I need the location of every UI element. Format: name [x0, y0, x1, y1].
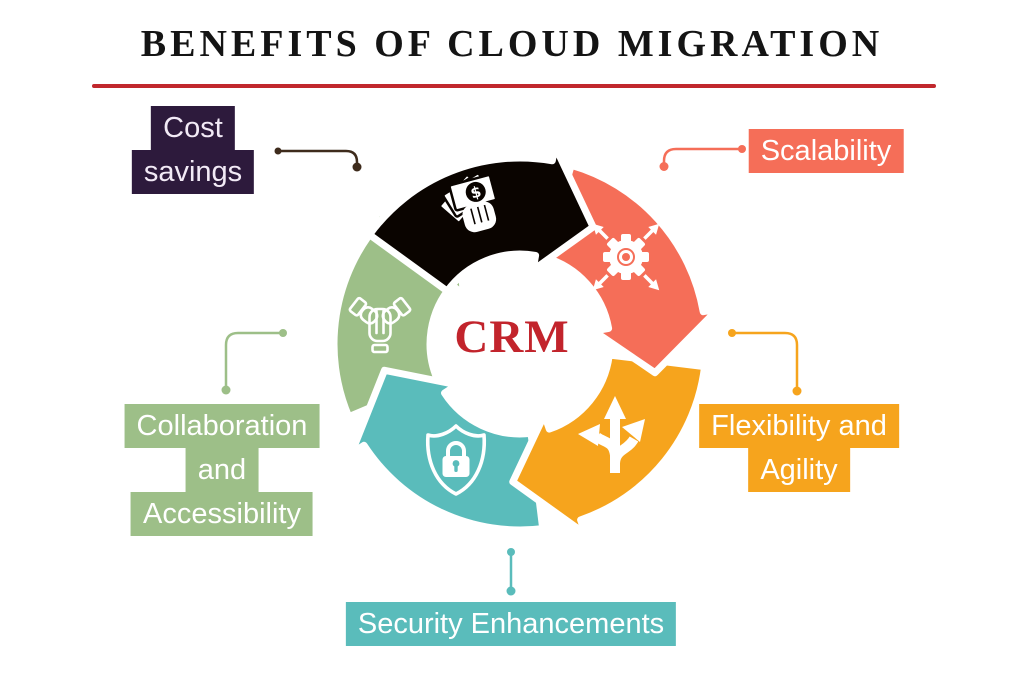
money-in-hand-icon: $ [438, 172, 498, 233]
hands-together-icon [348, 296, 412, 354]
connector-scalability [659, 145, 746, 171]
page-title: BENEFITS OF CLOUD MIGRATION [140, 23, 884, 65]
label-line: and [185, 448, 259, 492]
branching-arrows-icon [578, 396, 645, 473]
label-line: Security Enhancements [345, 602, 677, 646]
connector-flexibility-and-agility [728, 329, 802, 396]
label-collaboration-and-accessibility: Collaboration and Accessibility [124, 404, 320, 536]
label-line: Accessibility [131, 492, 313, 536]
title-underline [92, 84, 936, 88]
label-flexibility-and-agility: Flexibility and Agility [699, 404, 899, 492]
label-line: Agility [748, 448, 850, 492]
label-line: savings [131, 150, 255, 194]
connector-security-enhancements [506, 548, 516, 596]
label-line: Flexibility and [699, 404, 899, 448]
center-crm-label: CRM [454, 311, 569, 363]
label-line: Collaboration [124, 404, 320, 448]
label-scalability: Scalability [748, 129, 904, 173]
connector-cost-savings [274, 147, 362, 172]
label-cost-savings: Cost savings [131, 106, 255, 194]
svg-text:$: $ [468, 182, 483, 202]
shield-lock-icon [425, 424, 487, 496]
label-line: Cost [151, 106, 235, 150]
gear-expand-arrows-icon [592, 223, 660, 291]
connector-collaboration-and-accessibility [221, 329, 287, 395]
label-line: Scalability [748, 129, 904, 173]
label-security-enhancements: Security Enhancements [345, 602, 677, 646]
